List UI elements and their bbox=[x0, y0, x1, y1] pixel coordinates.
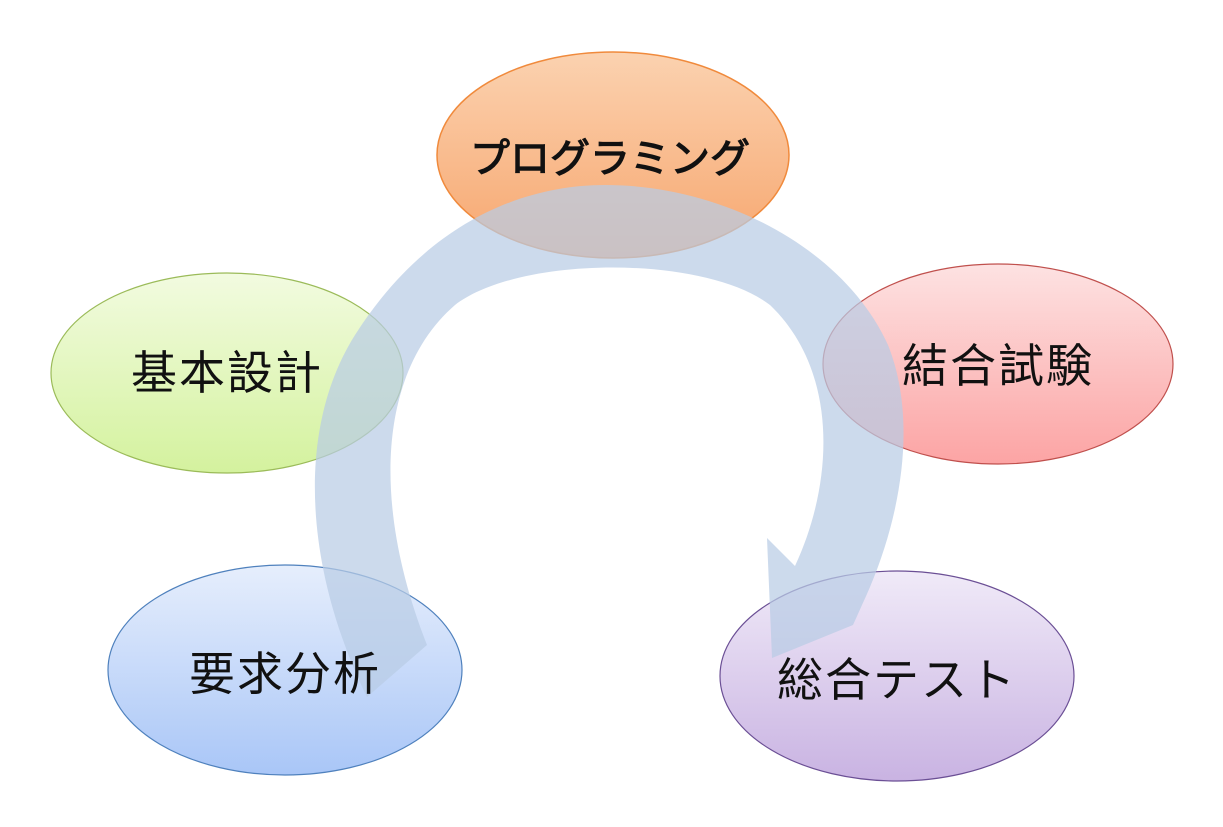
stage-label-requirements-analysis: 要求分析 bbox=[189, 647, 381, 701]
stage-label-basic-design: 基本設計 bbox=[131, 346, 323, 400]
stage-label-integration-test: 結合試験 bbox=[902, 339, 1094, 393]
stage-label-system-test: 総合テスト bbox=[777, 653, 1017, 707]
stage-label-programming: プログラミング bbox=[470, 136, 750, 182]
cycle-arrow bbox=[314, 185, 904, 697]
